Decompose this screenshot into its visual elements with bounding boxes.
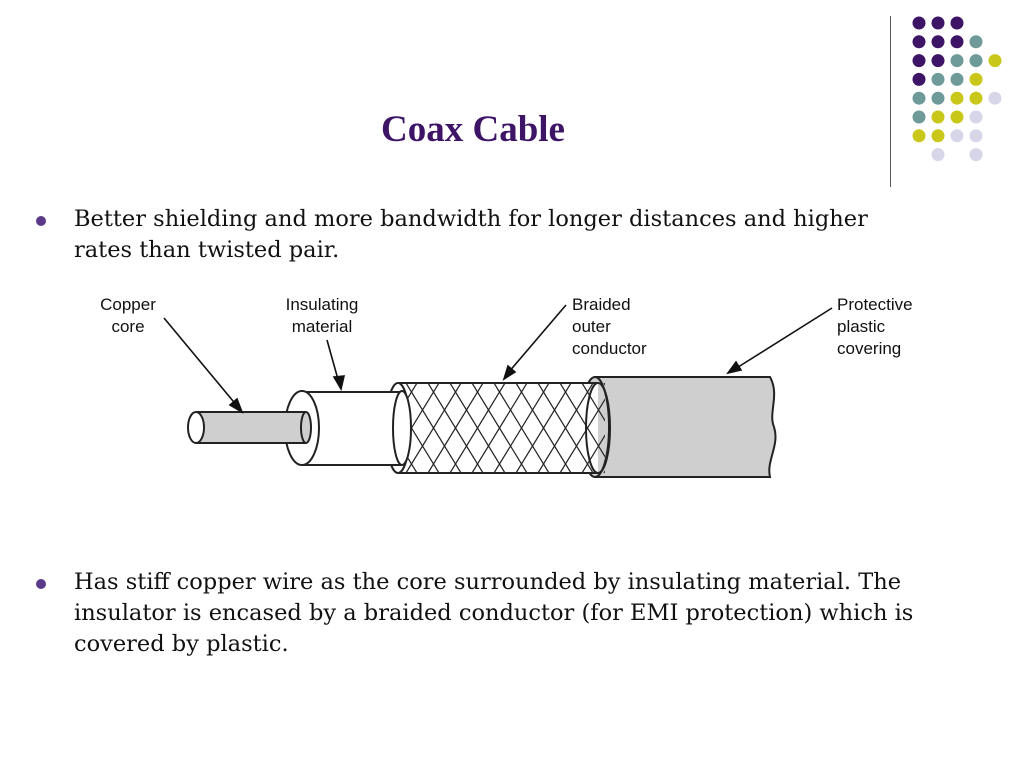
decorative-dot bbox=[950, 54, 964, 68]
decorative-dot bbox=[969, 35, 983, 49]
coax-cable-diagram: Copper core Insulating material Braided … bbox=[100, 295, 913, 478]
decorative-dot bbox=[988, 91, 1002, 105]
decorative-dot bbox=[950, 91, 964, 105]
arrowhead-icon bbox=[726, 360, 743, 375]
decorative-dot bbox=[969, 148, 983, 162]
arrowhead-icon bbox=[228, 397, 244, 414]
svg-text:plastic: plastic bbox=[837, 317, 886, 336]
decorative-dot bbox=[969, 72, 983, 86]
svg-text:outer: outer bbox=[572, 317, 611, 336]
decorative-dot bbox=[969, 129, 983, 143]
decorative-dot bbox=[931, 72, 945, 86]
slide-title: Coax Cable bbox=[381, 109, 565, 150]
svg-text:Braided: Braided bbox=[572, 295, 631, 314]
svg-text:covering: covering bbox=[837, 339, 901, 358]
decorative-dot bbox=[988, 54, 1002, 68]
decorative-dot bbox=[950, 35, 964, 49]
label-copper-core: Copper core bbox=[100, 295, 156, 336]
decorative-dot bbox=[912, 35, 926, 49]
bullet-icon bbox=[36, 216, 46, 226]
arrowhead-icon bbox=[332, 375, 346, 392]
decorative-dot bbox=[931, 54, 945, 68]
decorative-dot bbox=[931, 91, 945, 105]
arrowhead-icon bbox=[502, 364, 517, 381]
bullet-item-2: Has stiff copper wire as the core surrou… bbox=[36, 567, 916, 660]
decorative-dot bbox=[931, 148, 945, 162]
svg-text:material: material bbox=[292, 317, 352, 336]
label-insulating-material: Insulating material bbox=[286, 295, 359, 336]
decorative-dot bbox=[912, 72, 926, 86]
bullet-text: Better shielding and more bandwidth for … bbox=[74, 206, 868, 263]
decorative-dot bbox=[912, 110, 926, 124]
copper-core-shape bbox=[187, 411, 312, 444]
decorative-dot bbox=[950, 72, 964, 86]
bullet-icon bbox=[36, 579, 46, 589]
svg-text:Insulating: Insulating bbox=[286, 295, 359, 314]
decorative-divider-line bbox=[890, 16, 891, 187]
bullet-text: Has stiff copper wire as the core surrou… bbox=[74, 569, 914, 657]
decorative-dot bbox=[912, 129, 926, 143]
decorative-dot bbox=[931, 129, 945, 143]
leader-arrows bbox=[163, 304, 833, 414]
decorative-dot bbox=[950, 16, 964, 30]
svg-text:Protective: Protective bbox=[837, 295, 913, 314]
decorative-dot bbox=[969, 110, 983, 124]
bullet-item-1: Better shielding and more bandwidth for … bbox=[36, 204, 916, 266]
svg-text:core: core bbox=[111, 317, 144, 336]
decorative-dot bbox=[969, 91, 983, 105]
decorative-dot bbox=[950, 110, 964, 124]
decorative-dot bbox=[912, 54, 926, 68]
decorative-dot-grid bbox=[912, 16, 1002, 162]
decorative-dot bbox=[912, 91, 926, 105]
decorative-dot bbox=[950, 129, 964, 143]
decorative-dot bbox=[931, 110, 945, 124]
label-protective-covering: Protective plastic covering bbox=[837, 295, 913, 358]
decorative-dot bbox=[969, 54, 983, 68]
svg-text:conductor: conductor bbox=[572, 339, 647, 358]
label-braided-conductor: Braided outer conductor bbox=[572, 295, 647, 358]
decorative-dot bbox=[931, 16, 945, 30]
decorative-dot bbox=[931, 35, 945, 49]
svg-text:Copper: Copper bbox=[100, 295, 156, 314]
decorative-dot bbox=[912, 16, 926, 30]
